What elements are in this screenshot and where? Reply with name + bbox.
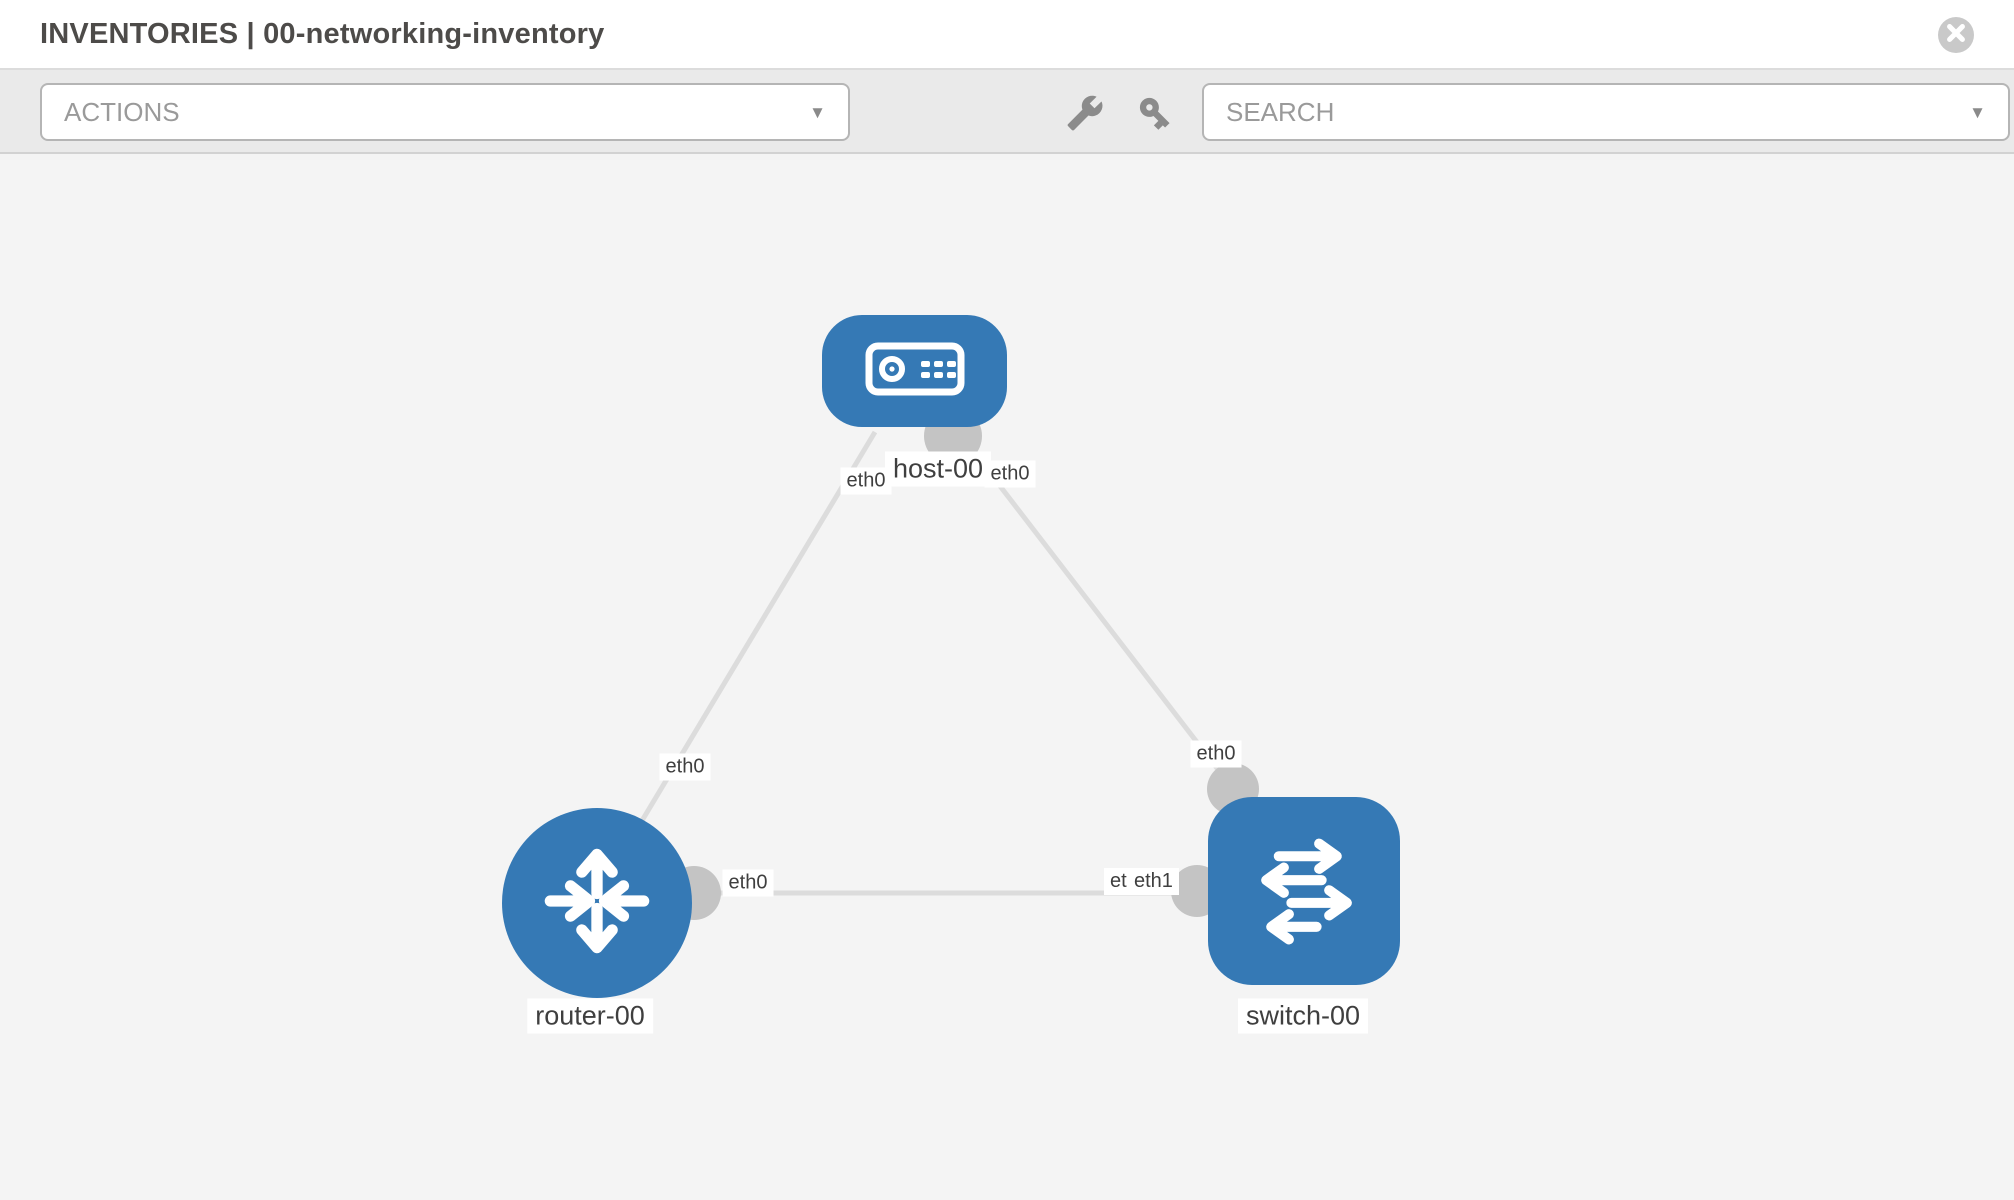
search-dropdown-label: SEARCH (1226, 96, 1335, 127)
actions-dropdown-label: ACTIONS (64, 96, 180, 127)
actions-dropdown[interactable]: ACTIONS ▼ (40, 83, 850, 141)
node-label-host: host-00 (884, 451, 992, 487)
interface-label-switch-top: eth0 (1190, 740, 1242, 768)
chevron-down-icon: ▼ (1969, 102, 1986, 122)
server-icon (865, 341, 965, 402)
header-bar: INVENTORIES | 00-networking-inventory (0, 0, 2014, 70)
wrench-button[interactable] (1066, 94, 1104, 132)
key-button[interactable] (1136, 94, 1174, 132)
wrench-icon (1066, 95, 1104, 136)
router-icon (534, 838, 660, 969)
interface-label-router-top: eth0 (659, 753, 711, 781)
node-switch-00[interactable] (1208, 797, 1400, 985)
toolbar: ACTIONS ▼ SEARCH ▼ (0, 70, 2014, 154)
link-host-switch[interactable] (958, 432, 1235, 791)
topology-links-layer (637, 407, 1259, 920)
key-icon (1136, 97, 1174, 136)
topology-canvas[interactable]: host-00 router-00 switch-00 eth0 eth0 et… (0, 156, 2014, 1200)
node-host-00[interactable] (822, 315, 1007, 427)
node-router-00[interactable] (502, 808, 692, 998)
interface-label-router-eth0: eth0 (722, 869, 774, 897)
page-title: INVENTORIES | 00-networking-inventory (40, 18, 605, 50)
interface-label-host-left: eth0 (840, 467, 892, 495)
chevron-down-icon: ▼ (809, 102, 826, 122)
search-dropdown[interactable]: SEARCH ▼ (1202, 83, 2010, 141)
switch-icon (1240, 826, 1368, 957)
close-icon (1945, 22, 1967, 49)
interface-label-host-right: eth0 (984, 460, 1036, 488)
interface-label-switch-eth1: eth1 (1128, 868, 1179, 895)
close-button[interactable] (1938, 17, 1974, 53)
node-label-router: router-00 (527, 998, 653, 1034)
node-label-switch: switch-00 (1237, 998, 1369, 1034)
